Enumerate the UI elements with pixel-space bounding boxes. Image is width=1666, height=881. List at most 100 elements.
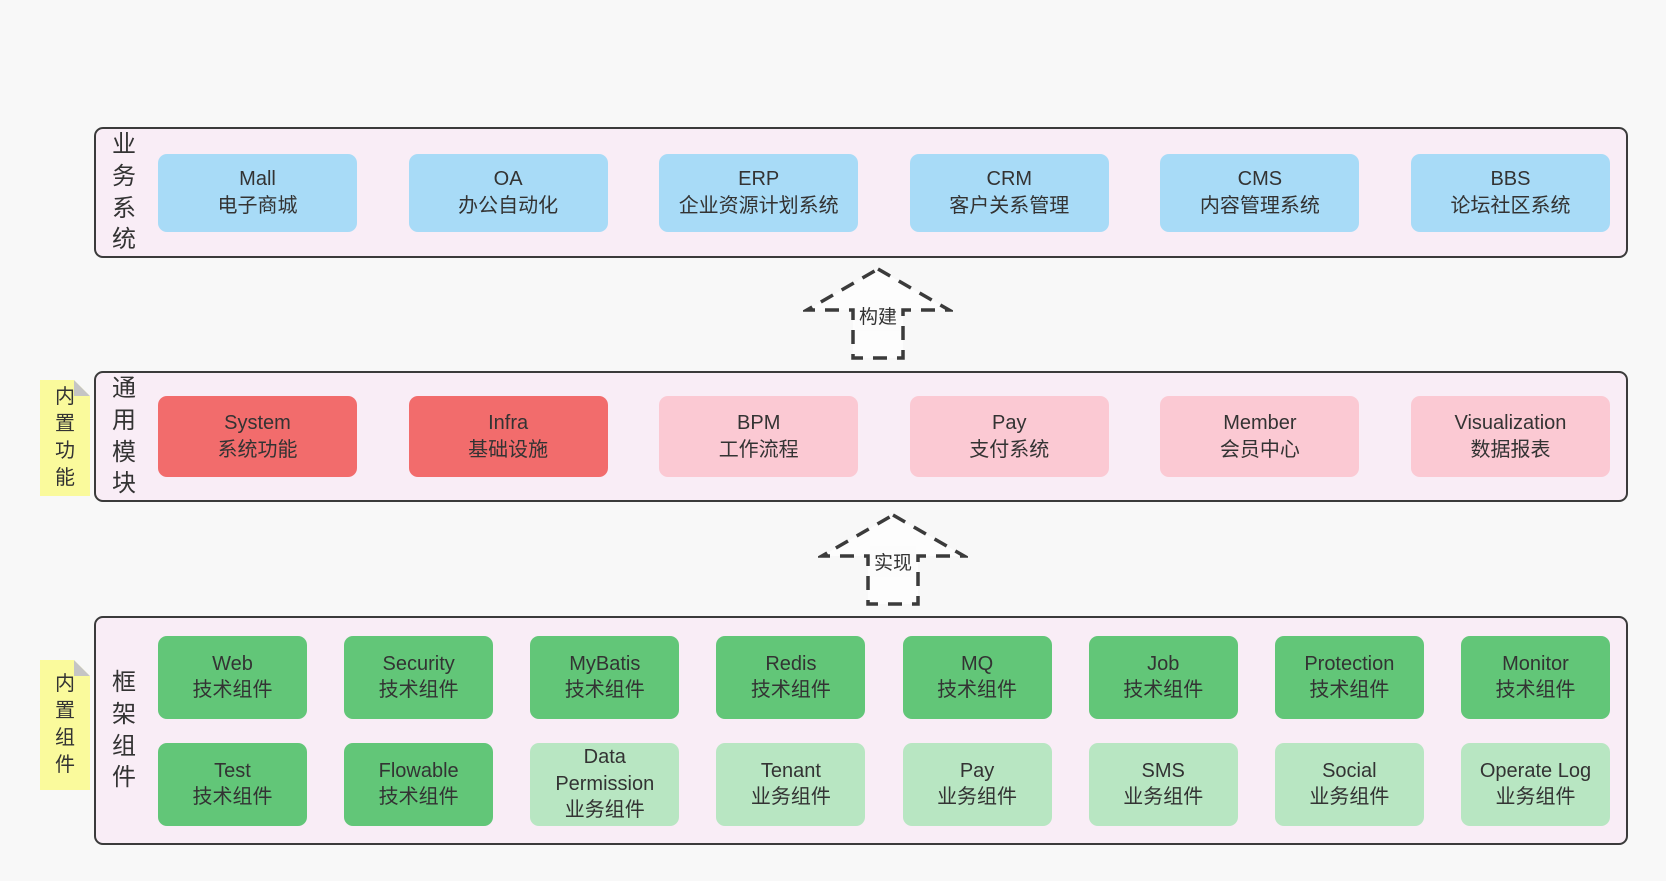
box-tenant: Tenant 业务组件	[716, 742, 866, 826]
box-crm: CRM 客户关系管理	[909, 153, 1109, 232]
box-title: ERP	[738, 168, 780, 191]
box-title: BBS	[1490, 168, 1531, 191]
box-title: MyBatis	[569, 652, 641, 675]
box-title: CRM	[986, 168, 1033, 191]
box-subtitle: 系统功能	[217, 438, 298, 461]
band-framework-components: 框架组件 Web 技术组件 Security 技术组件 MyBatis 技术组件…	[94, 616, 1628, 845]
box-subtitle: 支付系统	[969, 438, 1050, 461]
box-title: System	[224, 412, 291, 435]
box-subtitle: 电子商城	[217, 194, 298, 217]
sticky-note-built-in-components: 内置组件	[40, 660, 90, 790]
box-subtitle: 业务组件	[1123, 786, 1204, 808]
note-fold-icon	[74, 660, 90, 676]
arrow-implement-label: 实现	[869, 546, 917, 577]
box-mall: Mall 电子商城	[158, 153, 357, 232]
box-title: Protection	[1304, 652, 1395, 675]
box-erp: ERP 企业资源计划系统	[659, 153, 859, 232]
band-components-label: 框架组件	[112, 669, 136, 792]
box-subtitle: 客户关系管理	[949, 194, 1070, 217]
box-social: Social 业务组件	[1274, 742, 1424, 826]
box-mybatis: MyBatis 技术组件	[530, 635, 680, 719]
box-operate-log: Operate Log 业务组件	[1460, 742, 1610, 826]
box-subtitle: 数据报表	[1470, 438, 1551, 461]
box-subtitle: 技术组件	[378, 679, 459, 701]
box-pay-module: Pay 支付系统	[909, 396, 1109, 477]
box-mq: MQ 技术组件	[902, 635, 1052, 719]
box-title: Tenant	[760, 759, 821, 782]
box-subtitle: 技术组件	[937, 679, 1018, 701]
note-features-label: 内置功能	[55, 386, 75, 489]
box-subtitle: 企业资源计划系统	[678, 194, 839, 217]
box-oa: OA 办公自动化	[408, 153, 608, 232]
band-business-content: Mall 电子商城 OA 办公自动化 ERP 企业资源计划系统 CRM 客户关系…	[152, 129, 1626, 256]
box-subtitle: 业务组件	[564, 799, 645, 822]
note-components-label: 内置组件	[55, 673, 75, 776]
box-title: Social	[1322, 759, 1377, 782]
box-title: Pay	[992, 412, 1027, 435]
box-subtitle: 技术组件	[1123, 679, 1204, 701]
band-modules-content: System 系统功能 Infra 基础设施 BPM 工作流程 Pay 支付系统…	[152, 373, 1626, 500]
box-subtitle: 业务组件	[937, 786, 1018, 808]
box-subtitle: 论坛社区系统	[1450, 194, 1571, 217]
box-subtitle: 技术组件	[1495, 679, 1576, 701]
box-pay-component: Pay 业务组件	[902, 742, 1052, 826]
box-subtitle: 基础设施	[468, 438, 549, 461]
box-infra: Infra 基础设施	[408, 396, 608, 477]
box-title: Member	[1223, 412, 1297, 435]
box-web: Web 技术组件	[158, 635, 307, 719]
box-subtitle: 技术组件	[564, 679, 645, 701]
box-cms: CMS 内容管理系统	[1160, 153, 1360, 232]
box-title: Test	[214, 759, 251, 782]
arrow-up-implement: 实现	[818, 512, 968, 608]
box-title: OA	[493, 168, 523, 191]
box-security: Security 技术组件	[344, 635, 494, 719]
box-title: Job	[1147, 652, 1180, 675]
box-sms: SMS 业务组件	[1088, 742, 1238, 826]
box-title: SMS	[1141, 759, 1185, 782]
box-subtitle: 办公自动化	[458, 194, 559, 217]
box-subtitle: 业务组件	[750, 786, 831, 808]
box-flowable: Flowable 技术组件	[344, 742, 494, 826]
arrow-build-label: 构建	[854, 300, 902, 331]
box-title: BPM	[737, 412, 781, 435]
box-title: Infra	[488, 412, 529, 435]
band-business-systems: 业务系统 Mall 电子商城 OA 办公自动化 ERP 企业资源计划系统 CRM…	[94, 127, 1628, 258]
box-title: CMS	[1237, 168, 1283, 191]
box-visualization: Visualization 数据报表	[1410, 396, 1610, 477]
box-title: Monitor	[1502, 652, 1569, 675]
band-business-label: 业务系统	[112, 131, 136, 254]
box-title: Pay	[959, 759, 995, 782]
band-common-modules: 通用模块 System 系统功能 Infra 基础设施 BPM 工作流程 Pay…	[94, 371, 1628, 502]
box-title: Visualization	[1454, 412, 1567, 435]
box-title: Security	[382, 652, 455, 675]
box-test: Test 技术组件	[158, 742, 307, 826]
box-subtitle: 技术组件	[192, 786, 273, 808]
band-label-column: 业务系统	[96, 129, 152, 256]
box-bbs: BBS 论坛社区系统	[1410, 153, 1610, 232]
box-title: Operate Log	[1479, 759, 1592, 782]
arrow-up-build: 构建	[803, 266, 953, 362]
box-subtitle: 会员中心	[1219, 438, 1300, 461]
band-modules-label: 通用模块	[112, 375, 136, 498]
box-job: Job 技术组件	[1088, 635, 1238, 719]
box-title: MQ	[960, 652, 994, 675]
box-title: Redis	[765, 652, 817, 675]
box-protection: Protection 技术组件	[1274, 635, 1424, 719]
box-subtitle: 业务组件	[1495, 786, 1576, 808]
box-subtitle: 技术组件	[750, 679, 831, 701]
band-components-content: Web 技术组件 Security 技术组件 MyBatis 技术组件 Redi…	[152, 618, 1626, 843]
box-subtitle: 技术组件	[192, 679, 273, 701]
box-title: Mall	[239, 168, 276, 191]
box-subtitle: 内容管理系统	[1199, 194, 1320, 217]
band-label-column: 框架组件	[96, 618, 152, 843]
sticky-note-built-in-features: 内置功能	[40, 380, 90, 496]
box-title: Flowable	[378, 759, 459, 782]
box-data-permission: Data Permission 业务组件	[530, 742, 680, 826]
band-label-column: 通用模块	[96, 373, 152, 500]
note-fold-icon	[74, 380, 90, 396]
box-bpm: BPM 工作流程	[659, 396, 859, 477]
box-subtitle: 技术组件	[378, 786, 459, 808]
box-member: Member 会员中心	[1160, 396, 1360, 477]
box-redis: Redis 技术组件	[716, 635, 866, 719]
